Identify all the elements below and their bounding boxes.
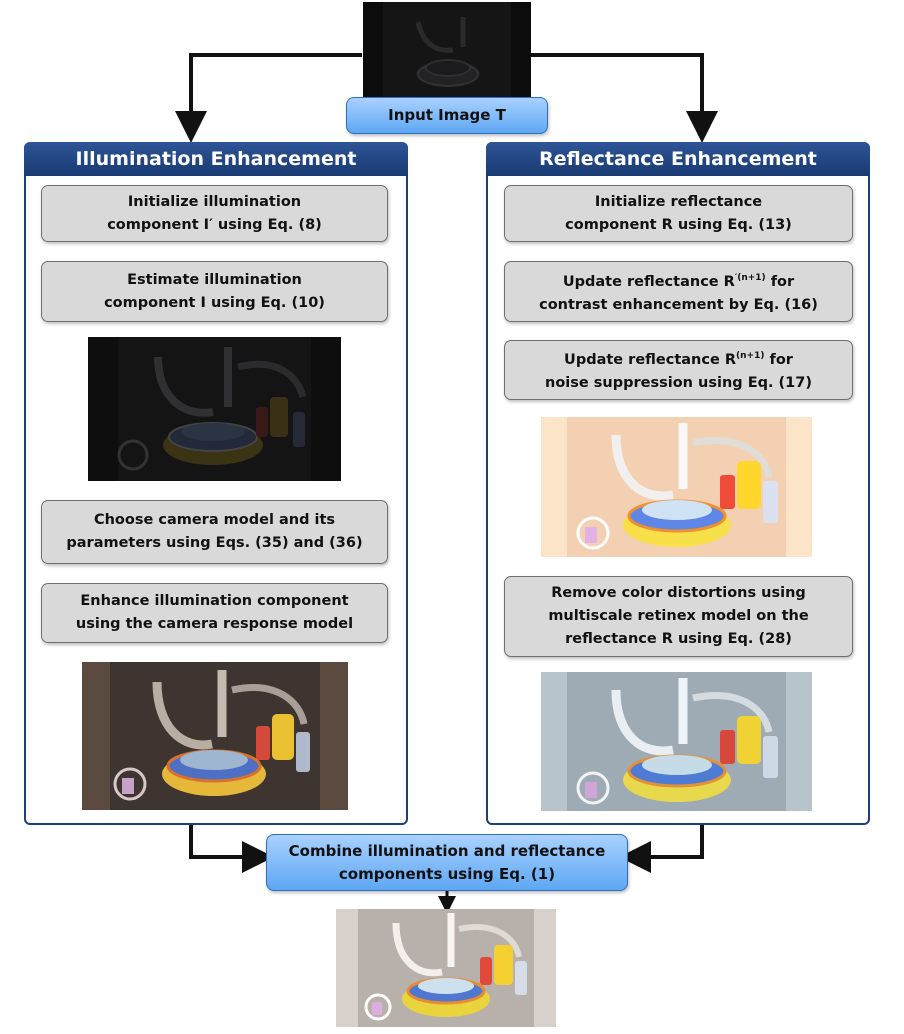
enhanced-illumination-image xyxy=(82,662,348,810)
updated-reflectance-image xyxy=(541,417,812,557)
combine-step: Combine illumination and reflectance com… xyxy=(266,834,628,891)
reflectance-step-initialize: Initialize reflectance component R using… xyxy=(504,185,853,242)
reflectance-step-contrast: Update reflectance R′(n+1) for contrast … xyxy=(504,261,853,322)
illumination-panel-title: Illumination Enhancement xyxy=(24,142,408,176)
arrow-illumination-to-combine xyxy=(189,812,274,873)
illumination-step-initialize: Initialize illumination component I′ usi… xyxy=(41,185,388,242)
input-image-label: Input Image T xyxy=(346,97,548,134)
arrow-input-to-reflectance xyxy=(531,53,718,143)
output-image xyxy=(336,909,556,1027)
illumination-step-camera-model: Choose camera model and its parameters u… xyxy=(41,500,388,564)
input-image xyxy=(363,2,531,110)
color-corrected-reflectance-image xyxy=(541,672,812,811)
reflectance-step-noise: Update reflectance R(n+1) for noise supp… xyxy=(504,340,853,400)
estimated-illumination-image xyxy=(88,337,341,481)
arrow-reflectance-to-combine xyxy=(619,812,704,873)
reflectance-step-remove-distortions: Remove color distortions using multiscal… xyxy=(504,576,853,657)
illumination-step-enhance: Enhance illumination component using the… xyxy=(41,583,388,643)
arrow-input-to-illumination xyxy=(175,53,362,143)
reflectance-panel-title: Reflectance Enhancement xyxy=(486,142,870,176)
illumination-step-estimate: Estimate illumination component I using … xyxy=(41,261,388,322)
